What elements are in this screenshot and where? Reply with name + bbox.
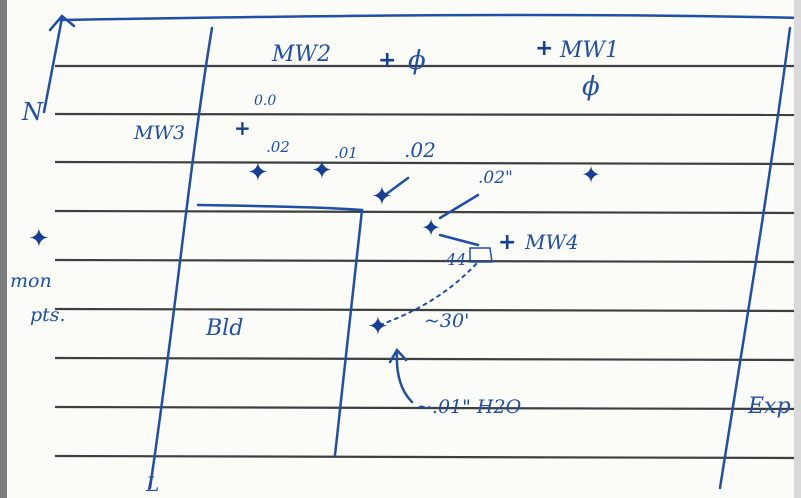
annotation-arrow [388,347,414,404]
mw2-reading: ϕ [408,46,426,76]
mon-pts-legend-icon: ✦ [28,224,50,254]
distance-line [379,261,479,326]
mw4-label: MW4 [525,230,579,254]
north-arrow [42,14,76,114]
exp-label: Exp [748,394,791,419]
mw3-label: MW3 [134,122,186,144]
distance-label: ~30' [424,310,470,332]
ruled-line [54,112,801,117]
site-boundary-right [718,26,792,490]
building-label: Bld [206,316,244,341]
mon-pts-label-line2: pts. [30,304,66,326]
ruled-line [54,454,801,460]
site-boundary-left [148,26,214,490]
right-page-edge [794,0,801,498]
water-reading-label: ~.01" H2O [416,396,522,418]
leader-line [438,233,480,247]
reading-02b: .02 [404,138,436,162]
north-label: N [22,98,43,126]
point-marker-icon: ✦ [421,214,442,242]
mw4-marker [469,247,493,263]
point-marker-icon: ✦ [371,182,393,212]
building-outline [196,203,364,457]
ruled-line [54,160,801,166]
ruled-line [54,356,801,362]
mw3-marker-icon: + [234,116,251,140]
mw1-reading: ϕ [582,72,600,102]
mw2-label: MW2 [272,42,332,67]
leader-line [383,176,410,197]
mw2-marker-icon: + [378,48,397,73]
reading-01: .01 [334,144,358,162]
point-marker-icon: ✦ [247,158,269,188]
building-point-icon: ✦ [367,312,389,342]
point-marker-icon: ✦ [311,156,333,186]
corner-label: L [146,472,160,496]
ruled-line [54,405,801,411]
reading-02-inch: .02" [478,168,513,188]
ruled-line [54,258,801,264]
site-boundary-top [58,13,801,22]
mw1-marker-icon: + [535,36,554,61]
left-page-edge [0,0,7,498]
point-marker-icon: ✦ [581,161,602,189]
ruled-line [54,209,801,215]
reading-02a: .02 [266,138,290,156]
reading-0-0: 0.0 [254,93,277,109]
mon-pts-label-line1: mon [10,270,52,292]
mw1-label: MW1 [560,38,620,63]
reading-44: 44 [446,250,467,269]
leader-line [438,193,480,220]
ruled-line [54,307,801,313]
mw4-cross-icon: + [498,230,517,255]
